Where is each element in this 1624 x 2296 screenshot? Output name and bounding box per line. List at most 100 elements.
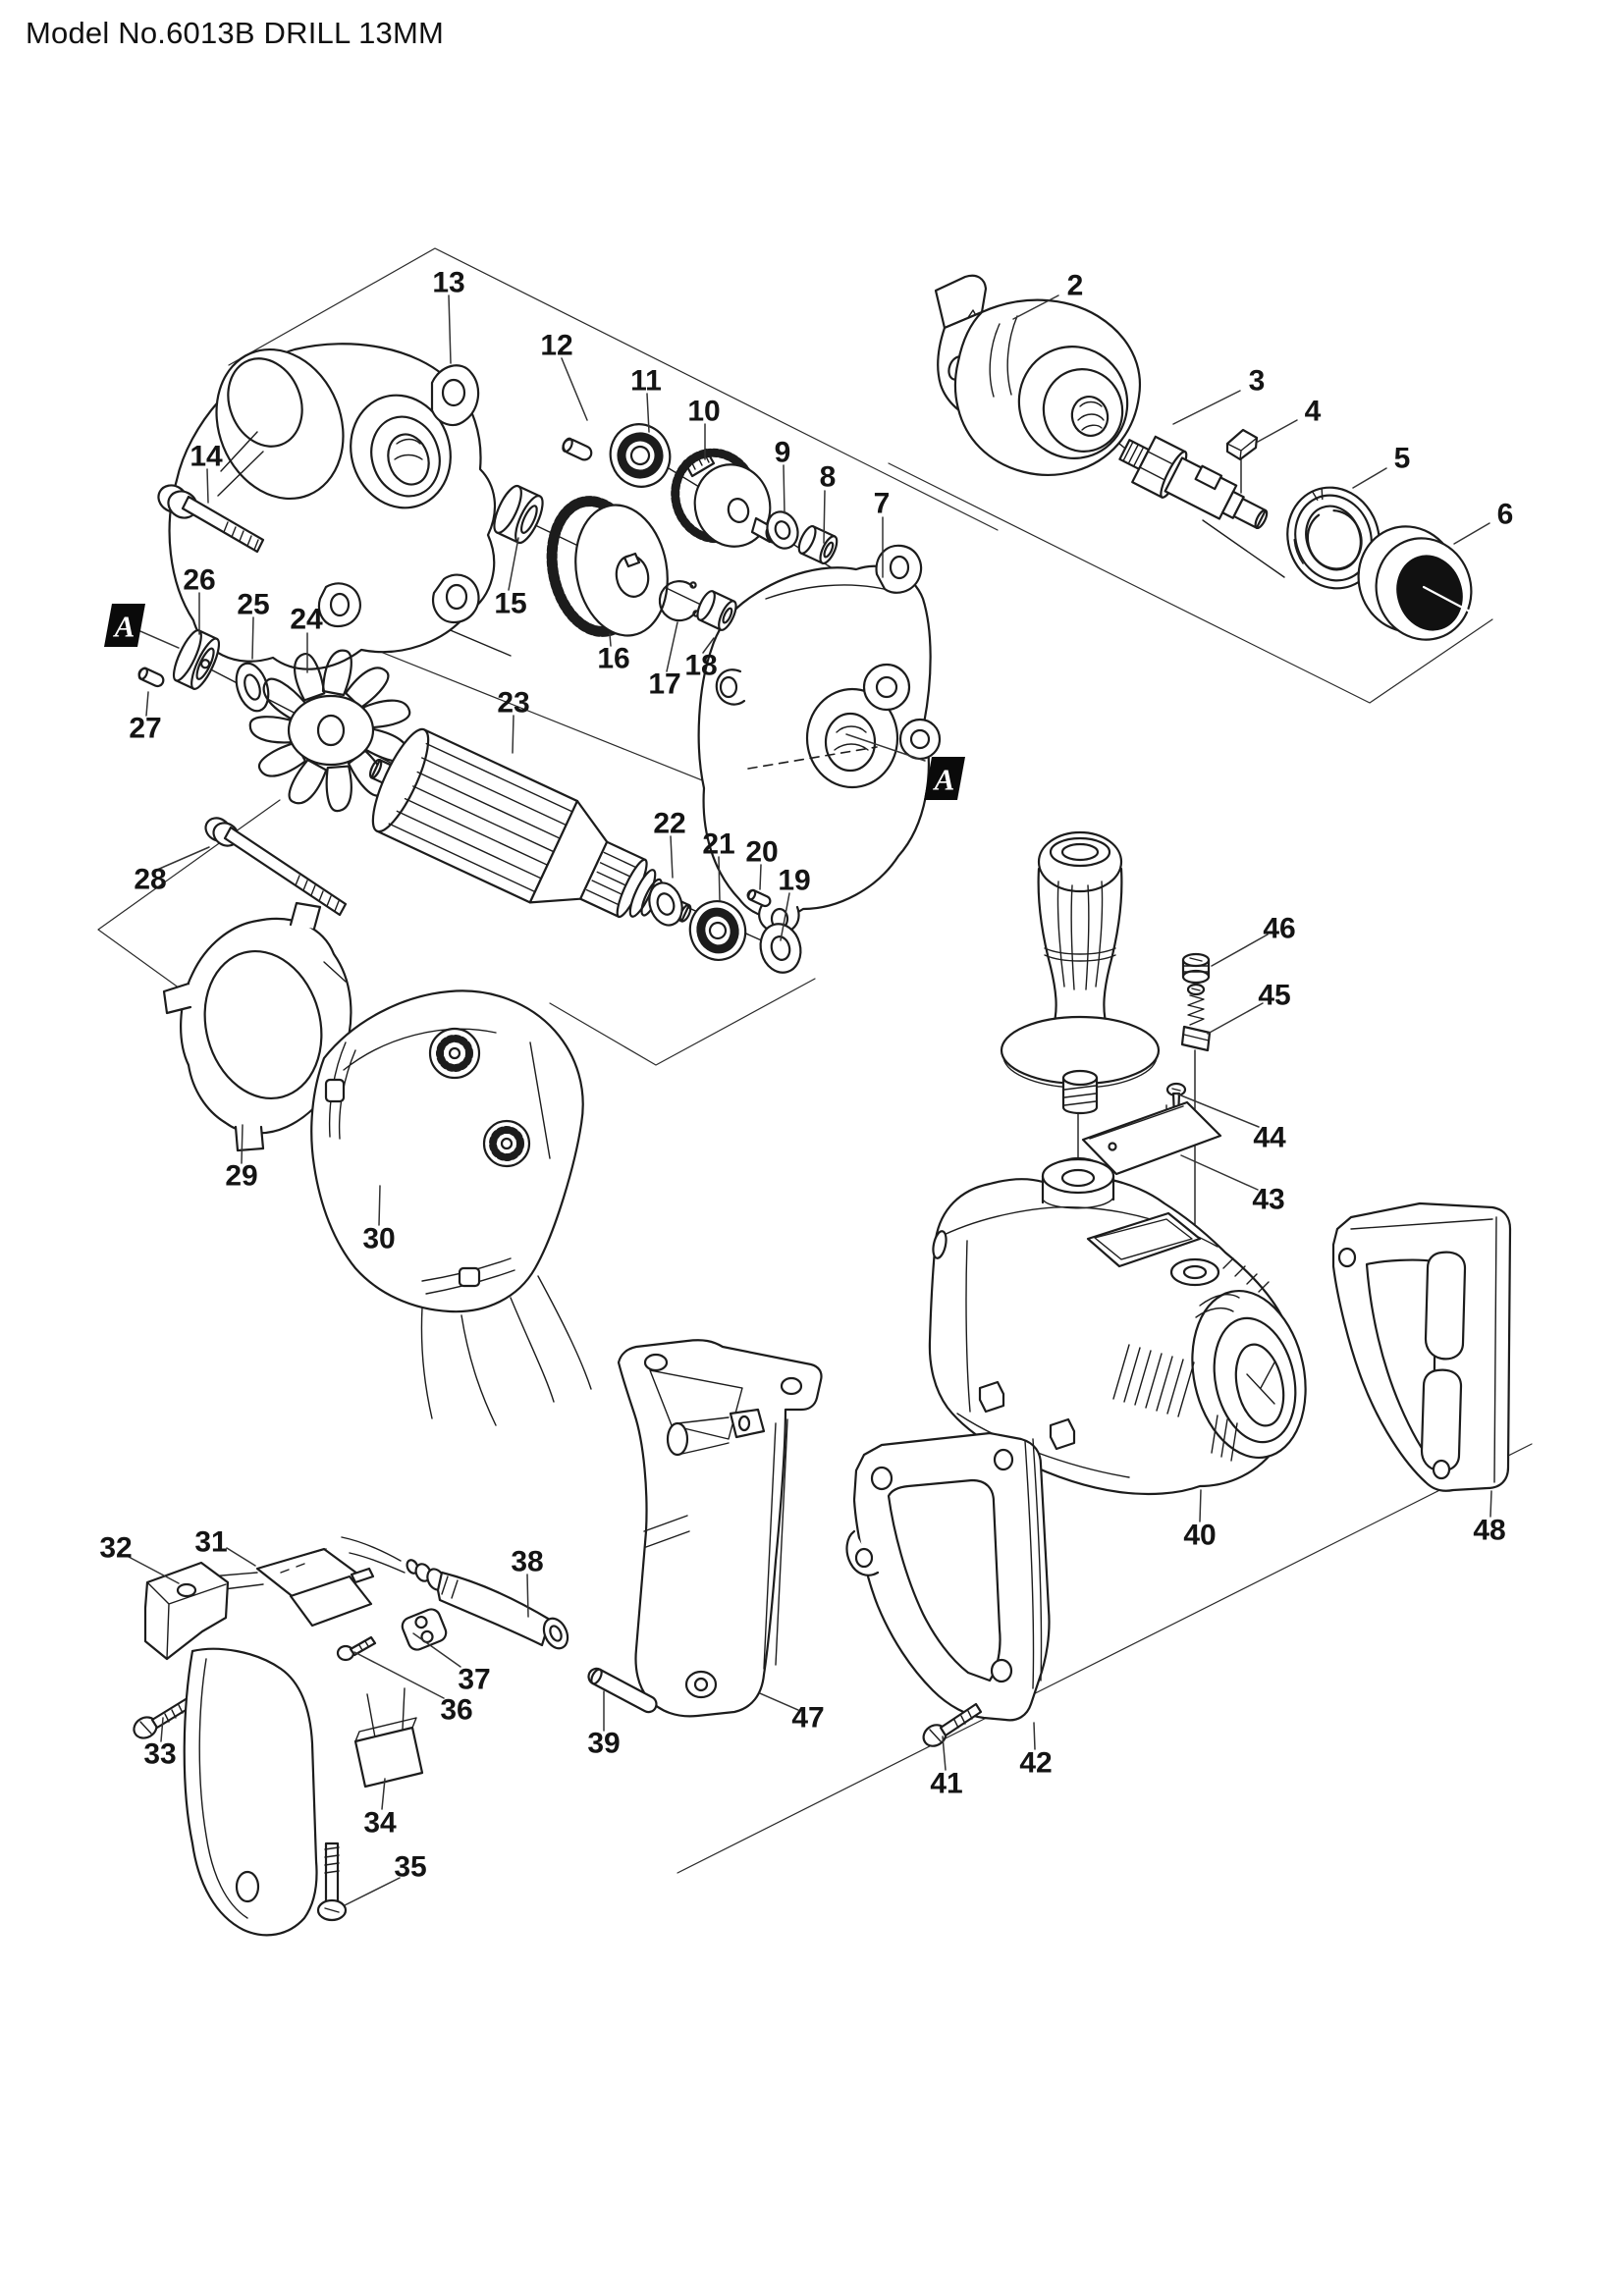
part-label-20: 20 [745,836,778,869]
washer-9 [766,510,799,550]
part-label-9: 9 [775,437,791,469]
part-label-28: 28 [134,864,166,896]
part-label-40: 40 [1183,1520,1216,1552]
part-leader-31 [226,1547,256,1567]
part-leader-5 [1352,467,1387,489]
part-label-47: 47 [791,1702,824,1735]
part-leader-35 [344,1877,401,1906]
part-leader-21 [718,856,721,901]
part-label-41: 41 [930,1768,962,1800]
brush-holder-screw-45 [1180,983,1212,1052]
part-label-13: 13 [432,267,464,299]
cord-clamp-37 [401,1608,448,1651]
part-leader-6 [1453,522,1490,545]
part-label-21: 21 [702,828,734,861]
part-label-7: 7 [874,488,891,520]
part-label-35: 35 [394,1851,426,1884]
part-label-19: 19 [778,865,810,897]
handle-half-47 [617,1339,823,1718]
part-label-34: 34 [363,1807,397,1840]
part-label-3: 3 [1249,365,1266,398]
tube-39 [587,1667,658,1714]
part-label-17: 17 [648,668,680,701]
part-label-10: 10 [687,396,720,428]
part-leader-40 [1199,1489,1202,1522]
part-leader-4 [1257,419,1298,443]
washer-19 [759,923,802,974]
part-leader-42 [1033,1722,1036,1750]
part-leader-32 [128,1556,180,1584]
part-leader-15 [508,537,519,591]
part-leader-16 [609,633,612,647]
sleeve-bearing-18 [696,590,737,631]
power-cord-38 [341,1536,569,1650]
part-leader-20 [759,864,762,890]
key-4 [1225,428,1259,461]
part-leader-47 [759,1692,799,1711]
detail-marker-box-1 [924,757,965,800]
part-leader-30 [378,1185,381,1226]
part-label-27: 27 [129,713,161,745]
part-leader-23 [512,715,514,754]
part-leader-37 [412,1632,461,1668]
part-leader-2 [1012,294,1059,320]
part-label-46: 46 [1263,913,1295,945]
part-leader-11 [646,393,650,433]
cap-46 [1181,952,1211,985]
part-labels: 2345678910111213141516171819202122232425… [99,267,1513,1906]
part-leader-41 [942,1735,947,1771]
pin-12 [562,437,593,461]
part-label-8: 8 [820,461,837,494]
motor-housing-40 [928,1156,1307,1496]
part-leader-14 [206,468,209,504]
part-label-11: 11 [630,365,662,398]
switch-trigger-31 [209,1547,375,1628]
part-leader-33 [160,1717,164,1742]
part-label-16: 16 [597,643,629,675]
bolt-14 [157,484,265,554]
detail-marker-box-0 [104,604,145,647]
detail-marker-leader-0 [139,630,180,649]
screw-36 [336,1635,377,1662]
part-leader-44 [1175,1093,1260,1128]
gear-10 [671,448,779,548]
ball-bearing-11 [609,423,672,488]
fan-24 [247,649,413,815]
part-label-33: 33 [143,1738,176,1771]
cap-6 [1357,525,1489,641]
part-leader-19 [780,892,790,941]
part-label-12: 12 [540,330,572,362]
spindle-3 [1118,435,1269,530]
part-leader-36 [353,1651,445,1699]
name-plate-43 [1081,1100,1222,1176]
part-leader-34 [381,1778,386,1810]
part-leader-8 [823,490,826,544]
part-leader-17 [666,621,678,672]
bolt-35 [316,1842,348,1922]
screw-41 [922,1702,983,1747]
capacitor-34 [353,1687,424,1789]
detail-marker-label-0: A [113,610,135,644]
part-label-22: 22 [653,808,685,840]
part-leader-45 [1207,1002,1264,1035]
detail-marker-label-1: A [933,763,955,797]
part-label-4: 4 [1305,396,1322,428]
part-label-38: 38 [511,1546,543,1578]
part-label-18: 18 [684,650,717,682]
chuck-2 [934,274,1141,476]
part-label-29: 29 [225,1160,257,1193]
part-leader-38 [526,1574,529,1618]
part-label-37: 37 [458,1664,490,1696]
handle-bracket-32 [143,1561,230,1661]
washer-25 [235,662,270,713]
part-label-6: 6 [1497,499,1514,531]
part-label-43: 43 [1252,1184,1284,1216]
page-title: Model No.6013B DRILL 13MM [26,16,444,50]
part-label-25: 25 [237,589,269,621]
handle-cover-42 [845,1431,1051,1722]
part-leader-43 [1180,1154,1259,1191]
ball-bearing-21 [688,900,747,961]
part-label-42: 42 [1019,1747,1052,1780]
